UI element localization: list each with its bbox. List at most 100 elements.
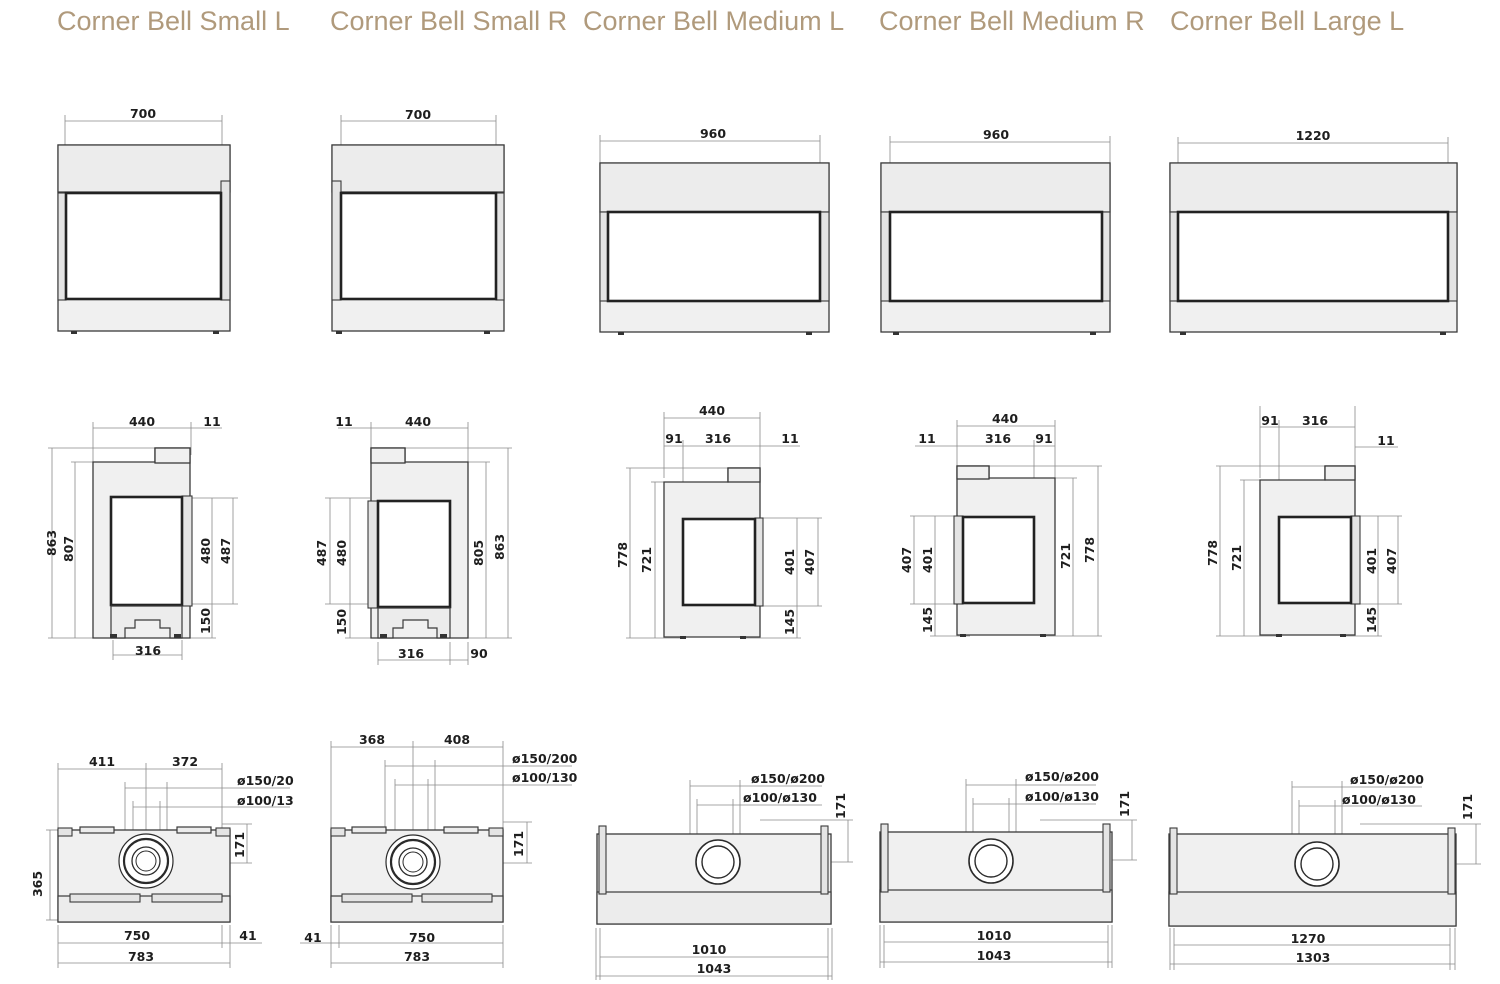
dim-flue-inner: ø100/130 [512,770,578,785]
dim-total-width: 1303 [1296,950,1331,965]
dim-side-top-small: 11 [335,414,352,429]
dim-flue-outer: ø150/200 [512,751,578,766]
dim-total-width: 783 [128,949,154,964]
dim-offset: 41 [304,930,321,945]
dim-offset: 41 [239,928,256,943]
dim-side-height-outer: 863 [492,534,507,560]
dim-side-height-outer: 778 [1205,540,1220,566]
dim-side-window-in: 480 [334,540,349,566]
dim-flue-inner: ø100/13 [237,793,294,808]
model-title-medium-l: Corner Bell Medium L [583,6,845,36]
dim-side-window-in: 401 [782,549,797,575]
dim-inner-width: 1270 [1291,931,1326,946]
dim-side-height-outer: 778 [615,542,630,568]
top-view-medium-r [879,779,1137,968]
model-title-medium-r: Corner Bell Medium R [879,6,1145,36]
front-view-medium-l [599,135,830,335]
dim-front-width: 1220 [1296,128,1331,143]
dim-side-bottom: 316 [135,643,161,658]
dim-side-bottom: 316 [398,646,424,661]
dim-side-base: 145 [920,607,935,633]
dim-inner-width: 1010 [977,928,1012,943]
dim-flue-outer: ø150/ø200 [751,771,825,786]
dim-side-top-small: 11 [203,414,220,429]
dim-flue-depth: 171 [511,831,526,857]
dim-side-seg-a: 91 [1261,413,1278,428]
dim-side-base: 150 [334,609,349,635]
front-view-medium-r [880,136,1111,335]
top-view-medium-l [595,780,853,980]
dim-side-window-out: 487 [218,538,233,564]
dim-side-height-inner: 805 [471,540,486,566]
dim-side-height-inner: 721 [1058,543,1073,569]
dim-top-right: 372 [172,754,198,769]
dim-side-top-small: 11 [1377,433,1394,448]
dim-side-top: 440 [699,403,725,418]
dim-side-window-out: 407 [899,547,914,573]
dim-side-height-outer: 863 [44,530,59,556]
dim-side-window-in: 401 [1364,548,1379,574]
dim-front-width: 960 [983,127,1009,142]
dim-flue-inner: ø100/ø130 [743,790,817,805]
side-view-medium-l [626,412,822,639]
dim-side-base: 145 [1364,607,1379,633]
dim-top-left: 368 [359,732,385,747]
dim-front-width: 700 [130,106,156,121]
dim-flue-depth: 171 [1117,791,1132,817]
dim-top-right: 408 [444,732,470,747]
dim-side-window-out: 407 [1384,548,1399,574]
dim-side-seg-b: 316 [1302,413,1328,428]
front-view-large-l [1169,137,1458,335]
top-view-small-l [46,763,290,968]
dim-flue-depth: 171 [232,832,247,858]
side-view-large-l [1216,406,1402,637]
dim-side-seg-a: 91 [1035,431,1052,446]
dim-side-seg-a: 91 [665,431,682,446]
dim-front-width: 700 [405,107,431,122]
dim-flue-outer: ø150/ø200 [1350,772,1424,787]
dim-total-width: 1043 [977,948,1012,963]
dim-side-seg-b: 316 [705,431,731,446]
dim-side-base: 145 [782,609,797,635]
dim-total-width: 783 [404,949,430,964]
dim-side-top: 440 [992,411,1018,426]
dim-flue-outer: ø150/ø200 [1025,769,1099,784]
dim-side-height-inner: 807 [61,536,76,562]
dim-side-height-inner: 721 [1229,545,1244,571]
dim-inner-width: 1010 [692,942,727,957]
dim-flue-inner: ø100/ø130 [1025,789,1099,804]
dim-side-window-in: 401 [920,547,935,573]
front-view-small-r [331,115,505,334]
dim-top-left: 411 [89,754,115,769]
dim-flue-depth: 171 [833,793,848,819]
dim-inner-width: 750 [124,928,150,943]
dim-flue-depth: 171 [1460,794,1475,820]
dim-side-seg-b: 316 [985,431,1011,446]
side-view-small-l [48,422,238,660]
dim-side-window-out: 407 [802,549,817,575]
dim-side-window-out: 487 [314,540,329,566]
top-view-large-l [1168,781,1481,970]
dim-side-bottom-right: 90 [470,646,488,661]
dim-side-window-in: 480 [198,538,213,564]
model-title-small-r: Corner Bell Small R [330,6,568,36]
dim-inner-width: 750 [409,930,435,945]
front-view-small-l [57,115,231,334]
dim-flue-inner: ø100/ø130 [1342,792,1416,807]
dim-front-width: 960 [700,126,726,141]
side-view-medium-r [910,420,1102,637]
dim-side-height-inner: 721 [639,547,654,573]
dim-total-width: 1043 [697,961,732,976]
dim-side-top: 440 [405,414,431,429]
side-view-small-r [325,422,512,665]
model-title-small-l: Corner Bell Small L [57,6,290,36]
dim-side-top-small: 11 [781,431,798,446]
dim-side-height-outer: 778 [1082,537,1097,563]
dim-side-top: 440 [129,414,155,429]
dim-side-base: 150 [198,608,213,634]
top-view-small-r [300,741,572,968]
dim-flue-outer: ø150/20 [237,773,294,788]
model-title-large-l: Corner Bell Large L [1170,6,1405,36]
dim-top-depth: 365 [30,871,45,897]
